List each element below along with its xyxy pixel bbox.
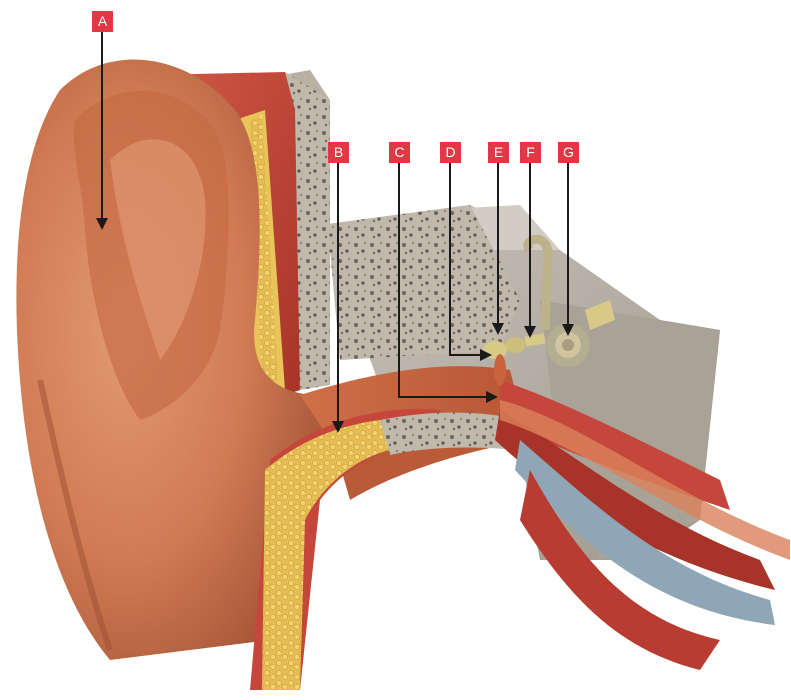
- lower-cross-section: [250, 409, 520, 690]
- label-a: A: [92, 11, 113, 32]
- label-f: F: [520, 142, 541, 163]
- label-e: E: [488, 142, 509, 163]
- label-c: C: [389, 142, 410, 163]
- label-g: G: [558, 142, 579, 163]
- label-b: B: [328, 142, 349, 163]
- label-d: D: [440, 142, 461, 163]
